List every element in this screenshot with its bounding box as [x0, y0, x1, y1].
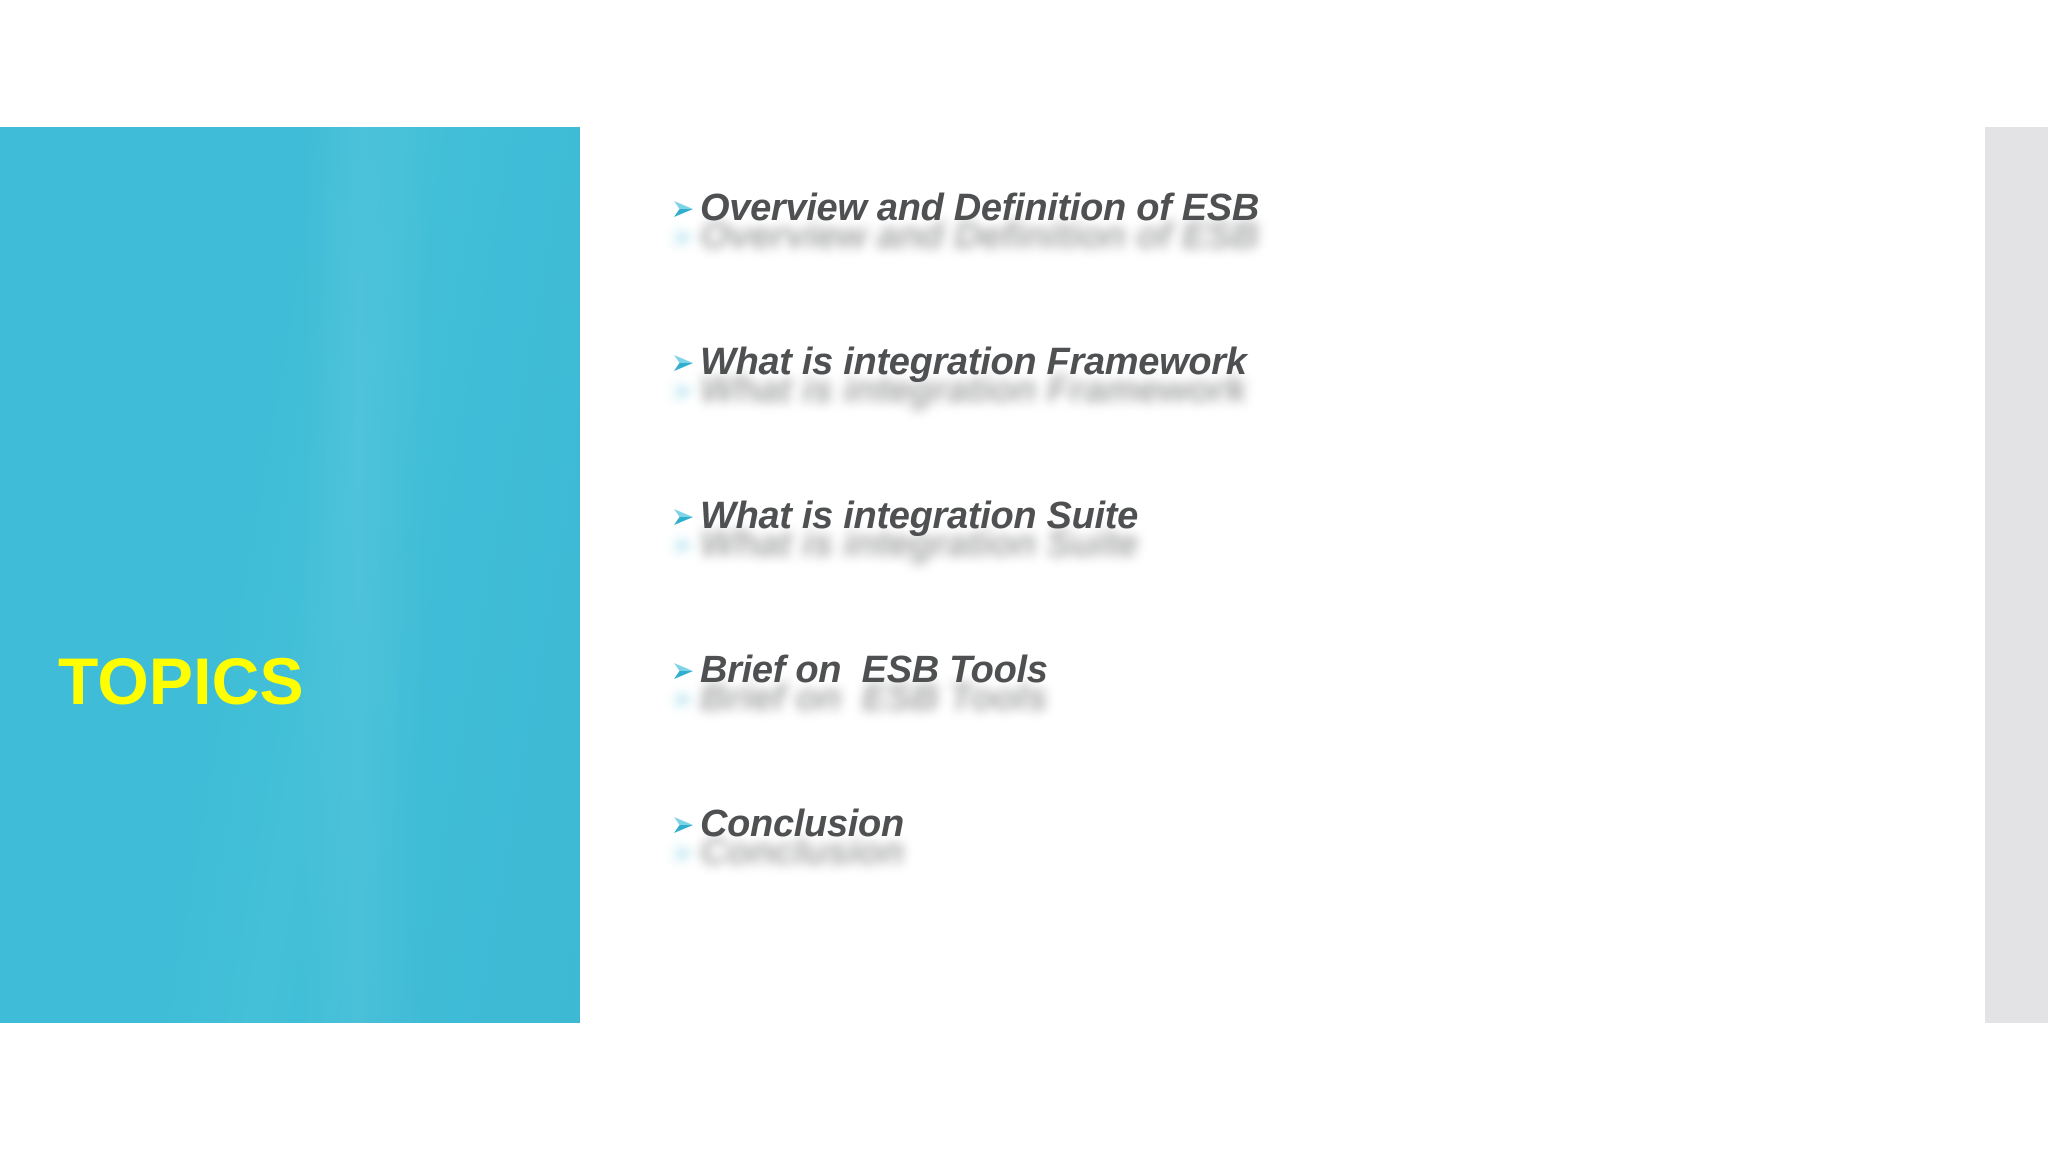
topics-list: Overview and Definition of ESB Overview …	[630, 127, 1960, 1023]
list-item-label: What is integration Framework	[700, 341, 1247, 383]
list-item-label: What is integration Suite	[700, 495, 1138, 537]
arrowhead-bullet-icon	[668, 194, 698, 224]
list-item[interactable]: What is integration Framework What is in…	[668, 341, 1247, 411]
list-item-label: Conclusion	[700, 803, 904, 845]
list-item[interactable]: Conclusion Conclusion	[668, 803, 904, 873]
right-side-panel	[1985, 127, 2048, 1023]
list-item[interactable]: Overview and Definition of ESB Overview …	[668, 187, 1259, 257]
list-item[interactable]: Brief on ESB Tools Brief on ESB Tools	[668, 649, 1048, 719]
list-item-line: Brief on ESB Tools	[668, 649, 1048, 692]
list-item-line: What is integration Suite	[668, 495, 1138, 538]
list-item-line: What is integration Framework	[668, 341, 1247, 384]
list-item-line: Conclusion	[668, 803, 904, 846]
arrowhead-bullet-icon	[668, 810, 698, 840]
arrowhead-bullet-icon	[668, 348, 698, 378]
list-item-label: Brief on ESB Tools	[700, 649, 1048, 691]
list-item-line: Overview and Definition of ESB	[668, 187, 1259, 230]
list-item[interactable]: What is integration Suite What is integr…	[668, 495, 1138, 565]
arrowhead-bullet-icon	[668, 502, 698, 532]
panel-sheen-overlay	[300, 127, 430, 1023]
arrowhead-bullet-icon	[668, 656, 698, 686]
list-item-label: Overview and Definition of ESB	[700, 187, 1259, 229]
title-panel: TOPICS	[0, 127, 580, 1023]
page-title: TOPICS	[58, 644, 304, 718]
